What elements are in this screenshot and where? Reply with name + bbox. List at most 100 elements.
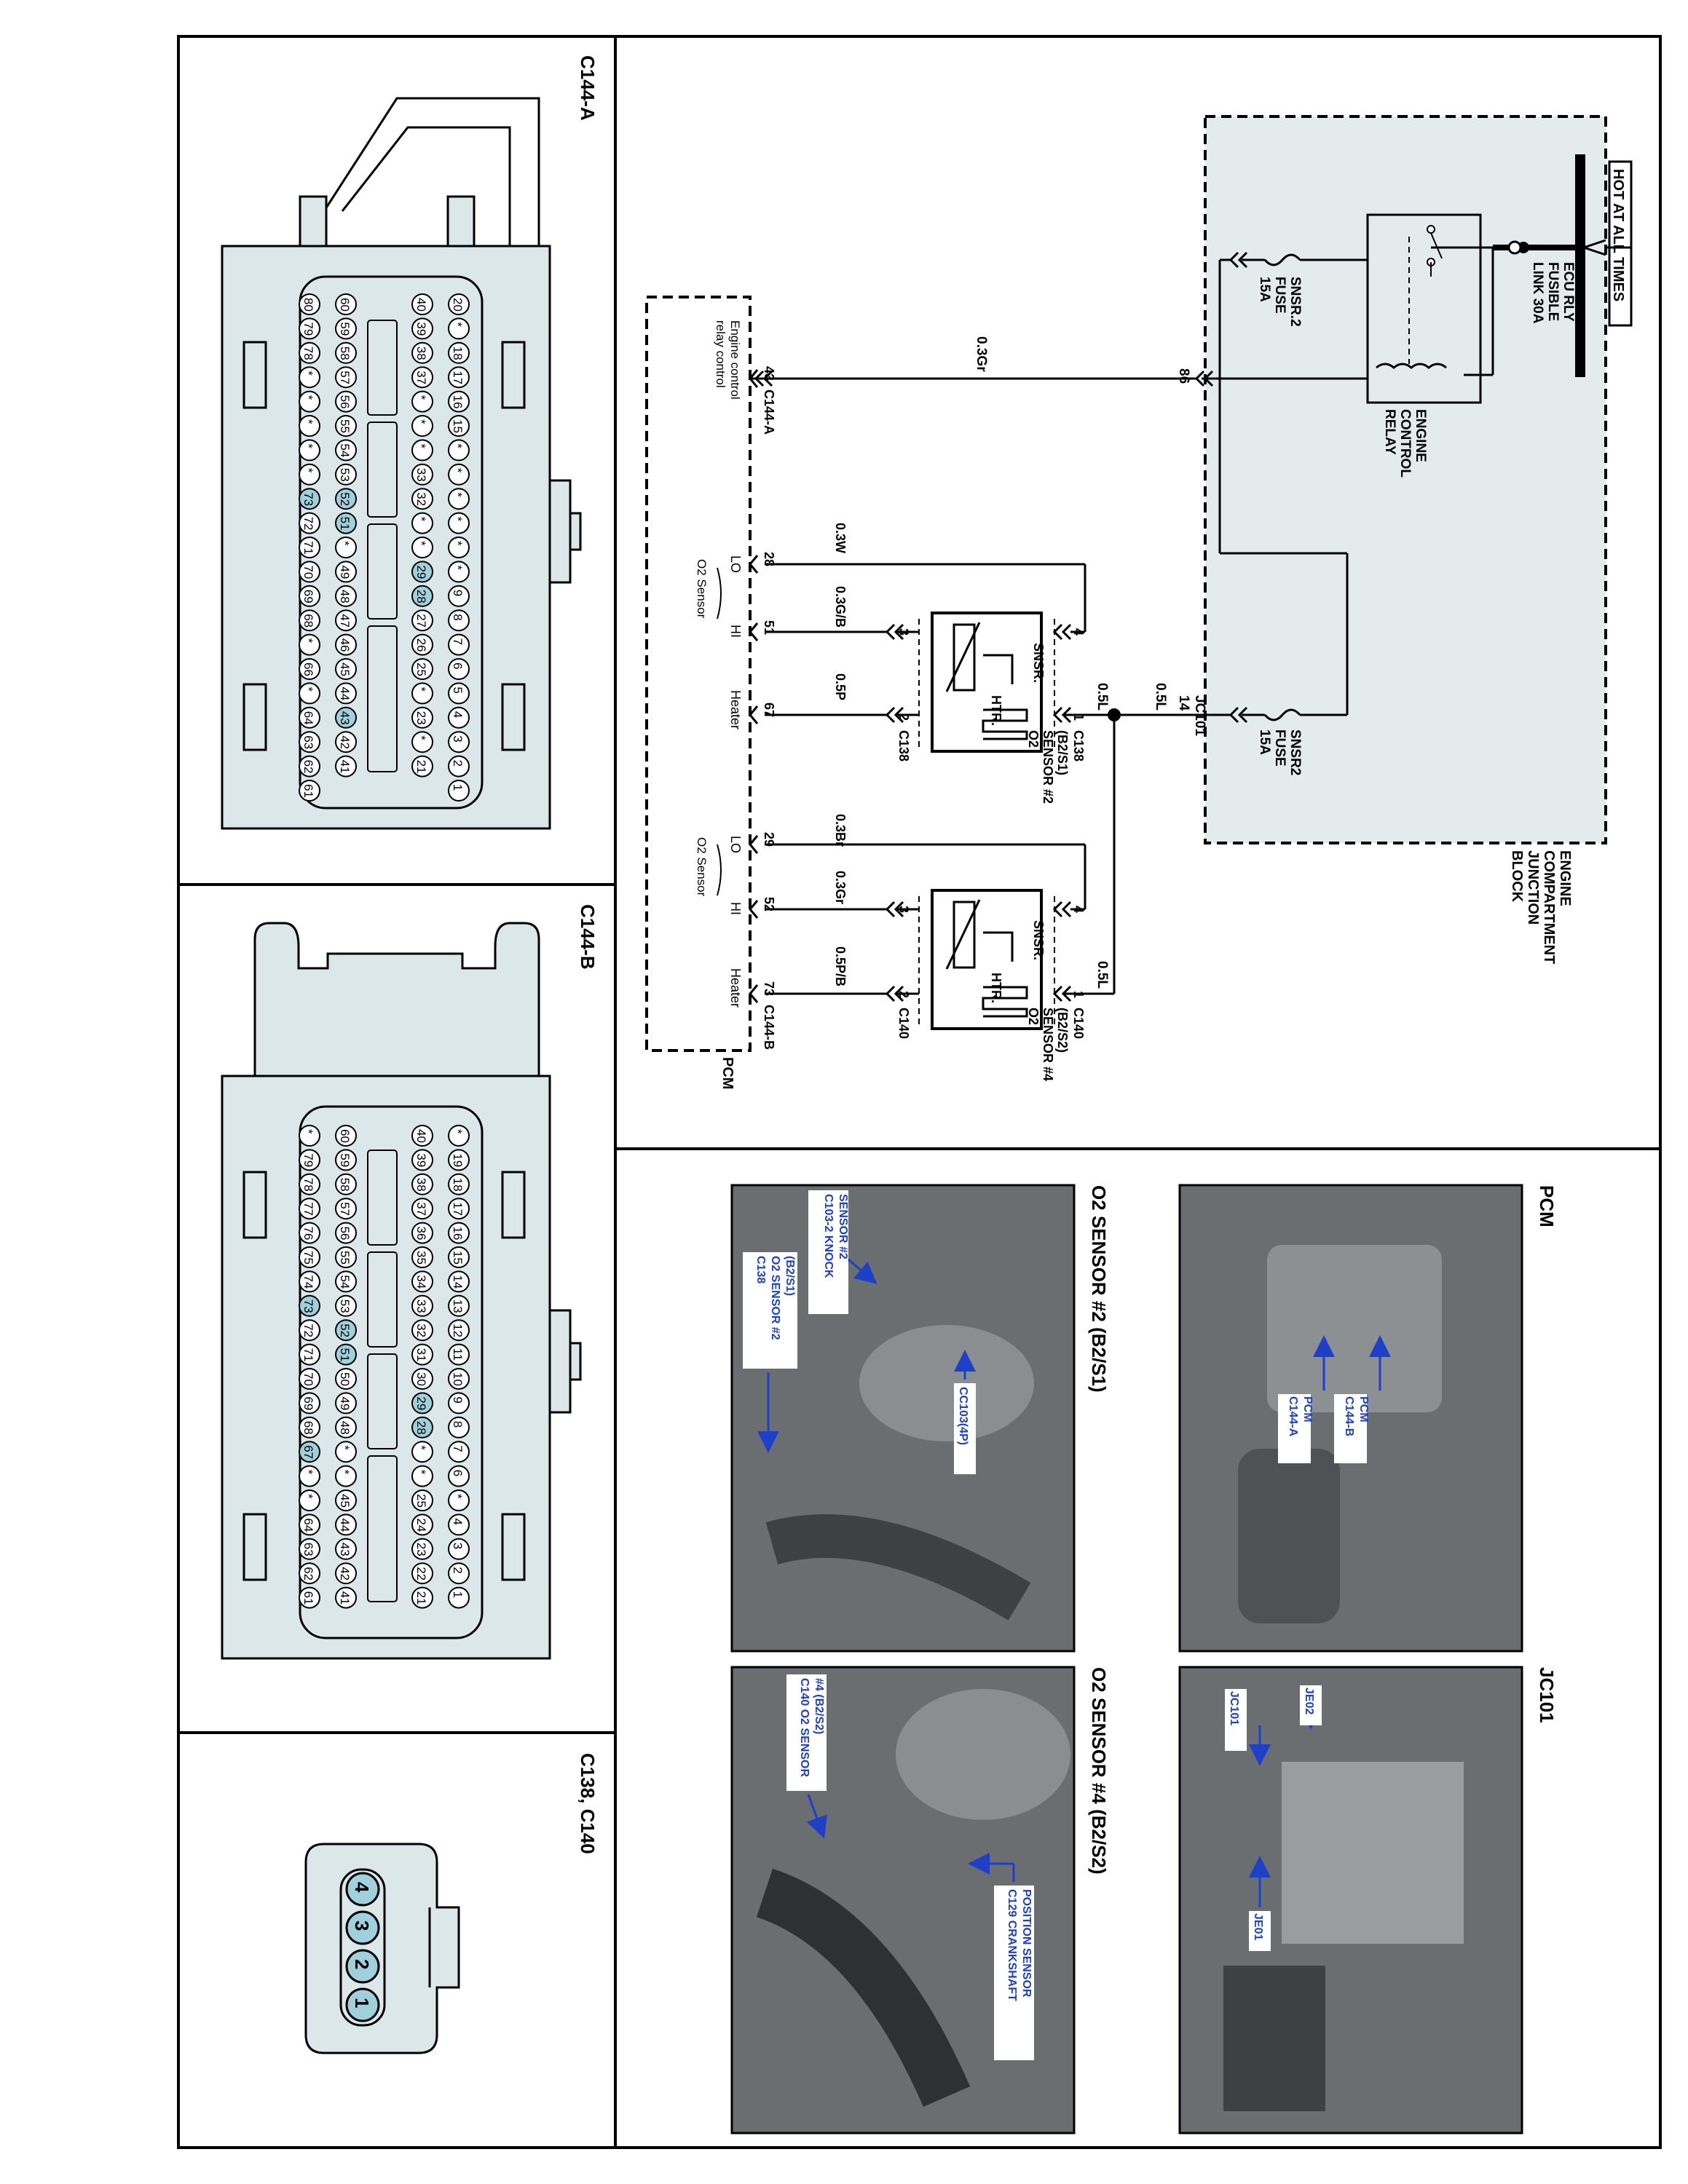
pin-* (448, 488, 470, 510)
pin-label: 35 (414, 1251, 428, 1265)
pin-61 (299, 1586, 320, 1609)
pin-label: 2 (351, 1959, 373, 1969)
snsr2-fuse-b-label: SNSR2 FUSE 15A (1257, 729, 1303, 775)
pin-73 (299, 488, 320, 510)
pin-52 (335, 488, 357, 510)
pin-label: 39 (414, 1153, 428, 1167)
pin-label: 23 (414, 711, 428, 725)
pin-1 (345, 1987, 380, 2022)
pin-* (299, 415, 320, 437)
pin-4 (448, 706, 470, 729)
svg-text:0.3W: 0.3W (833, 523, 848, 553)
pin-label: * (301, 371, 315, 376)
pin-label: * (338, 1445, 352, 1450)
pin-19 (448, 1149, 470, 1171)
svg-text:LINK 30A: LINK 30A (1530, 262, 1545, 324)
pin-23 (411, 1538, 433, 1560)
photo-jc101: JC101 JE02 JC101 JE01 (1178, 1666, 1558, 2134)
pin-32 (411, 488, 433, 510)
pin-39 (411, 317, 433, 340)
pin-label: 13 (451, 1299, 465, 1313)
pin-label: 29 (414, 565, 428, 579)
pin-38 (411, 341, 433, 364)
relay-coil (1376, 363, 1447, 369)
pin-* (448, 1489, 470, 1511)
pin-78 (299, 341, 320, 364)
hot-at-all-times-label: HOT AT ALL TIMES (1610, 169, 1626, 301)
pin-38 (411, 1173, 433, 1195)
svg-text:29: 29 (762, 832, 776, 847)
pin-74 (299, 1270, 320, 1293)
pin-label: 59 (338, 322, 352, 336)
pin-label: * (301, 687, 315, 692)
pin-label: 63 (301, 735, 315, 749)
pin-79 (299, 1149, 320, 1171)
svg-text:HI: HI (728, 625, 743, 638)
pcm-box (645, 296, 752, 1052)
pin-73 (299, 1294, 320, 1317)
pin-label: 30 (414, 1372, 428, 1386)
pin-label: * (451, 492, 465, 497)
pin-9 (448, 585, 470, 607)
pin-22 (411, 1562, 433, 1585)
pin-label: * (451, 1494, 465, 1499)
pin-* (299, 1489, 320, 1511)
pin-67 (299, 1441, 320, 1463)
svg-text:51: 51 (762, 620, 776, 635)
pin-14: 14 (1176, 695, 1191, 711)
pin-label: 38 (414, 347, 428, 360)
photo-o2-sensor-2: O2 SENSOR #2 (B2/S1) C103-2 KNOCK SENSOR… (730, 1184, 1110, 1653)
svg-text:O2: O2 (1026, 1008, 1041, 1025)
pin-label: 15 (451, 1251, 465, 1265)
pin-label: 47 (338, 614, 352, 628)
pin-64 (299, 1514, 320, 1536)
pin-label: 64 (301, 1518, 315, 1532)
svg-text:0.3G/B: 0.3G/B (833, 586, 848, 628)
pin-3 (345, 1910, 380, 1945)
pin-* (335, 1465, 357, 1487)
pin-label: 58 (338, 347, 352, 360)
pin-label: 28 (414, 590, 428, 604)
pin-57 (335, 1198, 357, 1220)
pin-* (411, 682, 433, 705)
pin-label: 15 (451, 419, 465, 433)
pin-69 (299, 585, 320, 607)
pin-label: 70 (301, 1372, 315, 1386)
pin-label: 12 (451, 1324, 465, 1337)
pin-4 (448, 1514, 470, 1536)
pin-label: 6 (451, 662, 465, 669)
pin-label: * (301, 638, 315, 644)
pin-* (448, 1125, 470, 1147)
pin-label: 43 (338, 711, 352, 725)
pin-40 (411, 293, 433, 315)
relay-label: ENGINE CONTROL RELAY (1382, 409, 1428, 478)
pin-72 (299, 1319, 320, 1342)
pin-label: 62 (301, 1567, 315, 1580)
pin-label: 27 (414, 614, 428, 628)
svg-text:2: 2 (896, 713, 911, 721)
pin-56 (335, 390, 357, 413)
pin-label: 77 (301, 1202, 315, 1216)
pin-35 (411, 1246, 433, 1268)
pin-label: 56 (338, 1227, 352, 1241)
pin-69 (299, 1392, 320, 1415)
svg-text:FUSE: FUSE (1272, 729, 1287, 767)
pin-18 (448, 341, 470, 364)
c138-c140-title: C138, C140 (577, 1753, 599, 1854)
svg-text:Engine control: Engine control (728, 320, 742, 400)
pin-8 (448, 609, 470, 632)
svg-text:C144-A: C144-A (762, 389, 776, 435)
connector-c144a: C144-A 20*18171615******9876543214039383… (221, 55, 599, 830)
o2-sensor-4-symbol: SNSR. HTR. (918, 889, 1055, 1030)
svg-text:HI: HI (728, 902, 743, 915)
pin-label: 72 (301, 1324, 315, 1337)
pin-label: * (301, 468, 315, 473)
pin-61 (299, 780, 320, 802)
pin-label: 80 (301, 298, 315, 312)
c144b-pin-grid: *191817161514131211109876*43214039383736… (299, 1125, 470, 1609)
svg-text:O2 SENSOR #2 (B2/S1): O2 SENSOR #2 (B2/S1) (1088, 1185, 1110, 1393)
svg-text:JE02: JE02 (1303, 1688, 1315, 1714)
svg-text:C138: C138 (896, 730, 911, 761)
svg-text:HTR.: HTR. (989, 695, 1003, 726)
pin-58 (335, 1173, 357, 1195)
